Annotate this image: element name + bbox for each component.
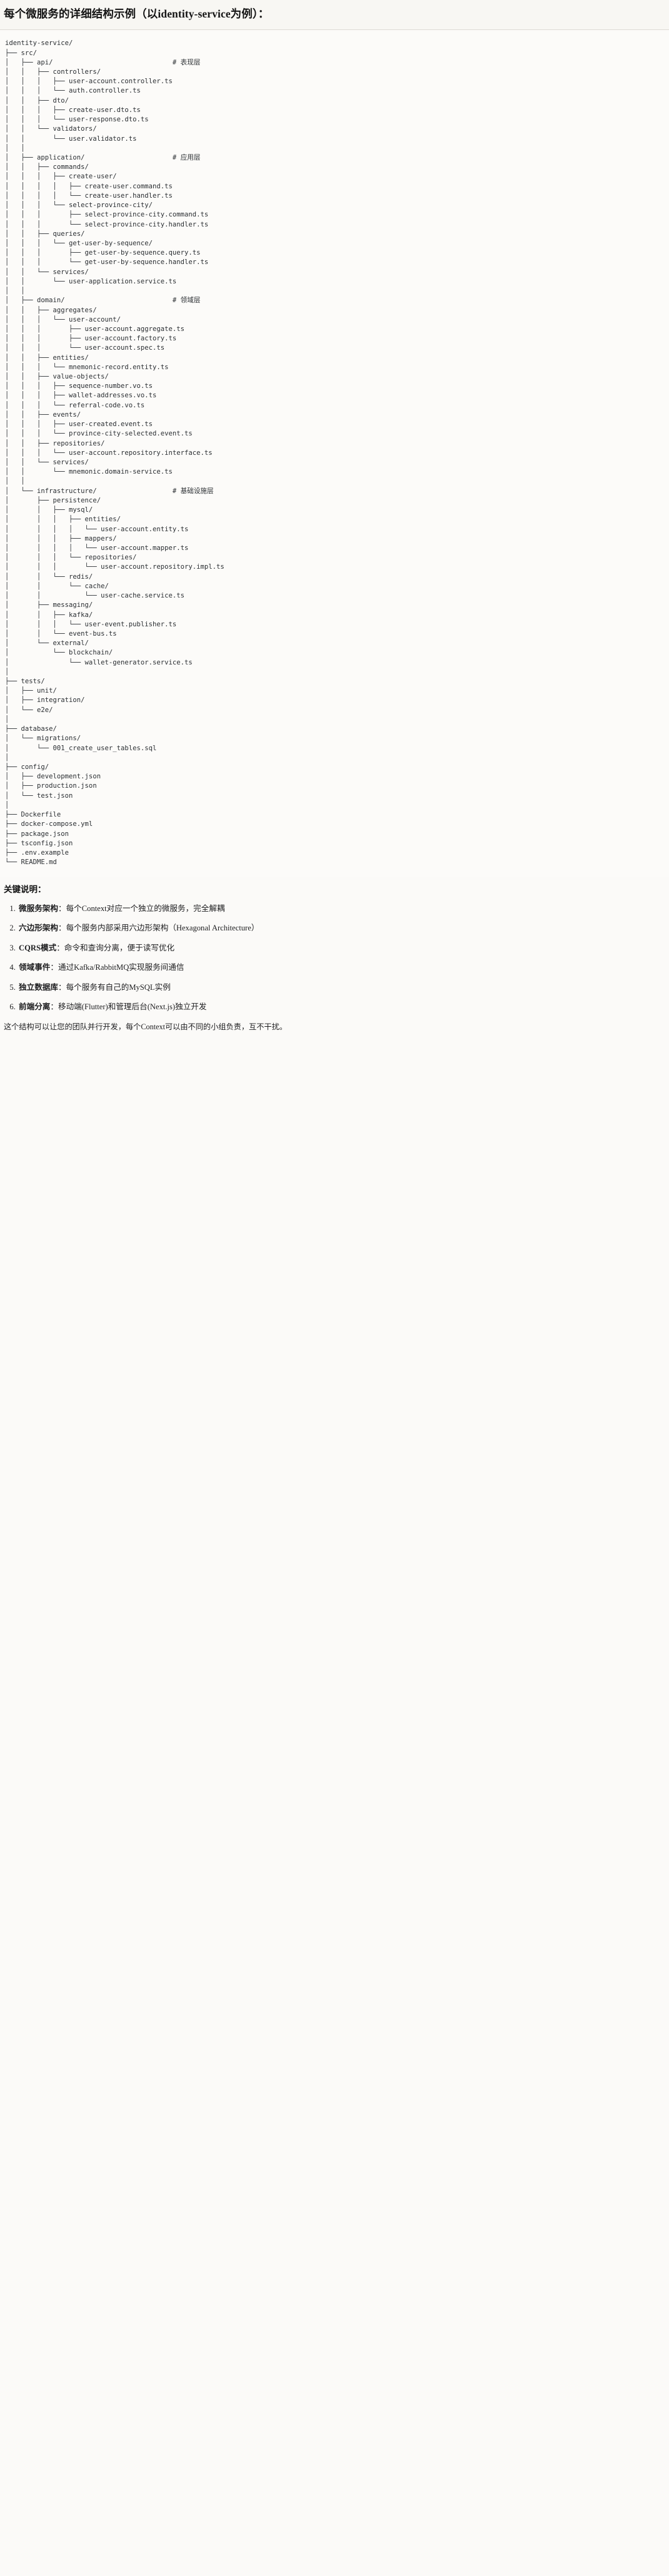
note-text: 命令和查询分离，便于读写优化 xyxy=(64,943,175,952)
list-item: 领域事件：通过Kafka/RabbitMQ实现服务间通信 xyxy=(18,962,665,974)
closing-paragraph: 这个结构可以让您的团队并行开发，每个Context可以由不同的小组负责，互不干扰… xyxy=(4,1022,287,1031)
list-item: 六边形架构：每个服务内部采用六边形架构（Hexagonal Architectu… xyxy=(18,922,665,935)
note-text: 通过Kafka/RabbitMQ实现服务间通信 xyxy=(58,963,184,972)
code-block: identity-service/ ├── src/ │ ├── api/ # … xyxy=(0,30,669,878)
list-item: CQRS模式：命令和查询分离，便于读写优化 xyxy=(18,942,665,955)
note-separator: ： xyxy=(50,963,58,972)
note-term: 六边形架构 xyxy=(19,924,58,933)
key-notes-section: 关键说明： 微服务架构：每个Context对应一个独立的微服务，完全解耦 六边形… xyxy=(0,877,669,1042)
key-notes-title: 关键说明： xyxy=(4,885,46,895)
note-separator: ： xyxy=(58,904,66,913)
list-item: 前端分离：移动端(Flutter)和管理后台(Next.js)独立开发 xyxy=(18,1001,665,1014)
note-separator: ： xyxy=(50,1002,58,1012)
note-text: 每个服务内部采用六边形架构（Hexagonal Architecture） xyxy=(66,924,259,933)
page-title: 每个微服务的详细结构示例（以identity-service为例）： xyxy=(4,8,269,20)
note-term: 领域事件 xyxy=(19,963,51,972)
note-term: 独立数据库 xyxy=(19,982,58,992)
list-item: 微服务架构：每个Context对应一个独立的微服务，完全解耦 xyxy=(18,903,665,915)
note-separator: ： xyxy=(58,982,66,992)
note-separator: ： xyxy=(56,943,64,952)
note-term: 微服务架构 xyxy=(19,904,58,913)
list-item: 独立数据库：每个服务有自己的MySQL实例 xyxy=(18,982,665,994)
note-text: 每个Context对应一个独立的微服务，完全解耦 xyxy=(66,904,225,913)
note-separator: ： xyxy=(58,924,66,933)
key-notes-list: 微服务架构：每个Context对应一个独立的微服务，完全解耦 六边形架构：每个服… xyxy=(4,903,665,1014)
note-text: 移动端(Flutter)和管理后台(Next.js)独立开发 xyxy=(58,1002,207,1012)
document-header: 每个微服务的详细结构示例（以identity-service为例）： xyxy=(0,0,669,31)
note-term: 前端分离 xyxy=(19,1002,51,1012)
directory-tree: identity-service/ ├── src/ │ ├── api/ # … xyxy=(5,39,224,867)
note-term: CQRS模式 xyxy=(19,943,57,952)
note-text: 每个服务有自己的MySQL实例 xyxy=(66,982,171,992)
